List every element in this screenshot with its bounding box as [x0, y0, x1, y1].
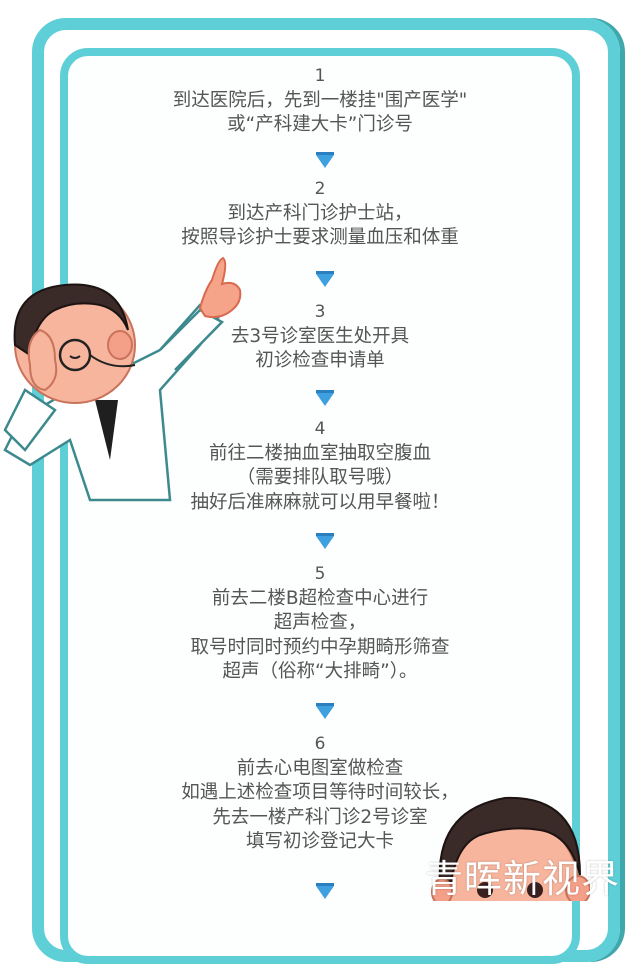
step-text-line: 超声检查，: [273, 612, 367, 633]
step-number: 6: [314, 734, 326, 754]
step-number: 5: [314, 564, 326, 584]
step-text-line: 或“产科建大卡”门诊号: [227, 114, 413, 135]
step-4: 4 前往二楼抽血室抽取空腹血 （需要排队取号哦） 抽好后准麻麻就可以用早餐啦！: [0, 417, 640, 515]
doctor-pointing-illustration: [3, 256, 242, 502]
step-6: 6 前去心电图室做检查 如遇上述检查项目等待时间较长， 先去一楼产科门诊2号诊室…: [0, 732, 640, 855]
step-text-line: 前往二楼抽血室抽取空腹血: [208, 442, 431, 464]
step-1: 1 到达医院后，先到一楼挂"围产医学" 或“产科建大卡”门诊号: [0, 64, 640, 138]
down-arrow-icon: [316, 152, 334, 169]
down-arrow-icon: [316, 390, 334, 407]
down-arrow-icon: [316, 883, 334, 900]
down-arrow-icon: [316, 703, 334, 720]
step-text-line: 到达医院后，先到一楼挂"围产医学": [172, 89, 468, 111]
step-text-line: 按照导诊护士要求测量血压和体重: [181, 227, 459, 248]
step-text-line: 前去心电图室做检查: [236, 757, 404, 779]
step-text-line: 填写初诊登记大卡: [245, 831, 394, 852]
doctor-face-illustration: [431, 796, 590, 901]
step-text-line: 去3号诊室医生处开具: [230, 325, 410, 347]
step-text-line: 前去二楼B超检查中心进行: [211, 587, 429, 609]
step-text-line: 初诊检查申请单: [255, 350, 385, 371]
step-number: 4: [314, 419, 326, 439]
step-number: 3: [314, 302, 326, 322]
step-text-line: （需要排队取号哦）: [236, 467, 404, 488]
step-5: 5 前去二楼B超检查中心进行 超声检查， 取号时同时预约中孕期畸形筛查 超声（俗…: [0, 562, 640, 685]
watermark-text: 青晖新视界: [425, 857, 621, 901]
step-text-line: 超声（俗称“大排畸”）。: [222, 661, 418, 682]
step-2: 2 到达产科门诊护士站， 按照导诊护士要求测量血压和体重: [0, 177, 640, 251]
step-number: 2: [314, 179, 326, 199]
step-text-line: 取号时同时预约中孕期畸形筛查: [190, 636, 450, 658]
step-text-line: 先去一楼产科门诊2号诊室: [212, 806, 428, 828]
step-3: 3 去3号诊室医生处开具 初诊检查申请单: [0, 300, 640, 374]
step-text-line: 到达产科门诊护士站，: [227, 202, 413, 224]
step-text-line: 如遇上述检查项目等待时间较长，: [181, 782, 459, 803]
step-text-line: 抽好后准麻麻就可以用早餐啦！: [190, 491, 450, 513]
down-arrow-icon: [316, 533, 334, 550]
step-number: 1: [314, 66, 326, 86]
down-arrow-icon: [316, 271, 334, 288]
